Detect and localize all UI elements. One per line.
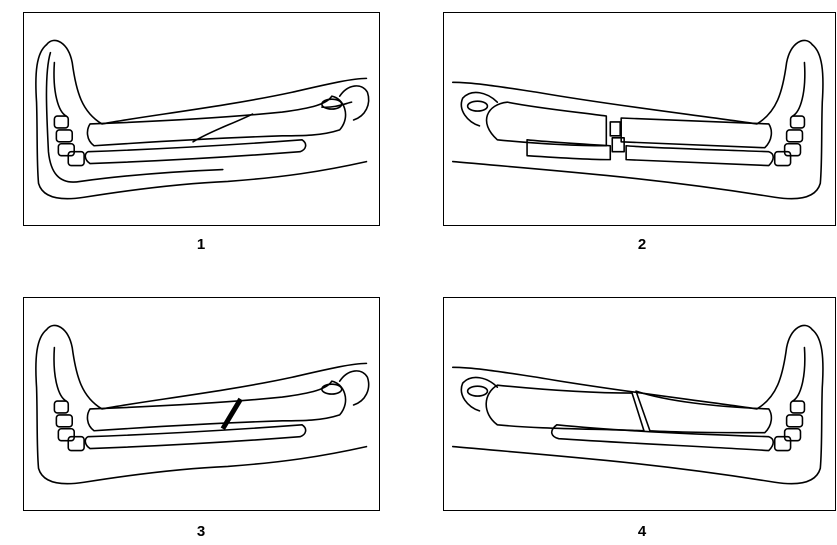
foot-bones — [54, 63, 84, 166]
leg-outline — [453, 40, 823, 198]
tibia — [87, 381, 345, 431]
fracture-panel-1 — [23, 12, 380, 226]
tibia — [87, 96, 345, 146]
fracture-panel-3 — [443, 12, 836, 226]
panel-caption-4: 4 — [622, 523, 662, 540]
fracture-panel-2 — [23, 297, 380, 511]
leg-outline — [453, 325, 823, 483]
foot-bones — [54, 348, 84, 451]
foot-bones — [775, 63, 805, 166]
leg-outline — [36, 325, 367, 483]
knee — [461, 377, 497, 410]
leg-bone-illustration-1 — [24, 13, 379, 225]
fracture-panel-4 — [443, 297, 836, 511]
panel-caption-3: 2 — [622, 236, 662, 253]
tibia — [486, 385, 771, 433]
leg-bone-illustration-4 — [444, 298, 835, 510]
panel-caption-1: 1 — [181, 236, 221, 253]
tibia-fragments — [487, 102, 772, 152]
foot-bones — [775, 348, 805, 451]
leg-outline — [36, 40, 367, 198]
panel-caption-2: 3 — [181, 523, 221, 540]
leg-bone-illustration-2 — [24, 298, 379, 510]
leg-bone-illustration-3 — [444, 13, 835, 225]
fracture-line — [223, 399, 241, 429]
